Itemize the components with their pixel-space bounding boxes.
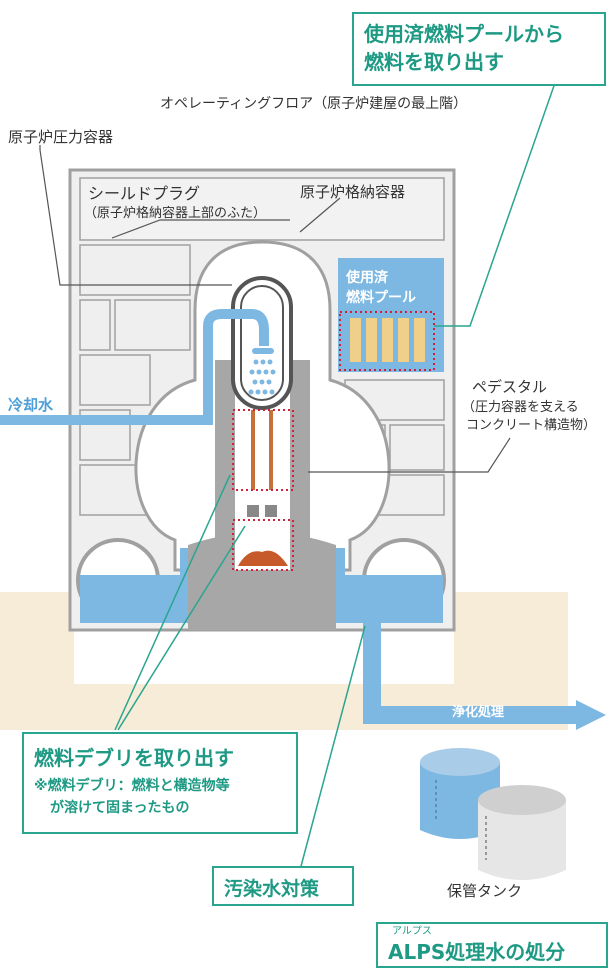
callout-debris-note-2: が溶けて固まったもの [50, 800, 190, 816]
callout-alps-text: ALPS処理水の処分 [388, 940, 566, 964]
callout-debris-note-1: ※燃料デブリ：燃料と構造物等 [34, 778, 230, 794]
shield-plug-note: （原子炉格納容器上部のふた） [84, 206, 267, 221]
rod-end-left [247, 505, 259, 517]
purification-pipe [363, 620, 580, 724]
cooling-water-pipe [0, 309, 269, 425]
storage-tank-label: 保管タンク [447, 882, 523, 900]
callout-alps: ALPS処理水の処分 [376, 922, 608, 968]
pedestal-label: ペデスタル [472, 378, 548, 396]
fuel-rack [350, 318, 425, 362]
callout-lines [114, 79, 557, 871]
torus-water-right [325, 575, 443, 623]
callout-contaminated-water: 汚染水対策 [212, 866, 354, 906]
fuel-debris [238, 550, 288, 566]
pressure-vessel-inner [240, 285, 284, 401]
pedestal-note-1: （圧力容器を支える [462, 400, 579, 415]
pool-marking [339, 311, 435, 371]
callout-debris-removal: 燃料デブリを取り出す ※燃料デブリ：燃料と構造物等 が溶けて固まったもの [22, 732, 298, 834]
purification-label: 浄化処理 [452, 705, 505, 720]
pedestal-wall-right [290, 360, 310, 550]
callout-debris-title: 燃料デブリを取り出す [34, 746, 234, 770]
purification-arrowhead [576, 700, 606, 730]
torus-water-left [80, 575, 190, 623]
storage-tanks [420, 748, 566, 880]
water-spray [248, 348, 276, 395]
spent-fuel-pool-label-2: 燃料プール [346, 290, 416, 306]
callout-pool-line2: 燃料を取り出す [364, 50, 504, 74]
shield-plug-area [79, 177, 445, 241]
operating-floor-label: オペレーティングフロア（原子炉建屋の最上階） [160, 96, 468, 112]
callout-pool-fuel-removal: 使用済燃料プールから 燃料を取り出す [352, 12, 606, 86]
callout-pool-line1: 使用済燃料プールから [364, 22, 564, 46]
pedestal-interior [235, 420, 290, 570]
shield-plug-label: シールドプラグ [88, 184, 201, 203]
pedestal-wall-left [215, 360, 235, 550]
cooling-water-label: 冷却水 [8, 396, 54, 414]
alps-ruby: アルプス [392, 926, 432, 937]
leader-lines [39, 145, 511, 473]
building-foundation [74, 630, 454, 684]
spent-fuel-pool-label-1: 使用済 [346, 270, 388, 286]
callout-water-text: 汚染水対策 [224, 878, 320, 900]
containment-vessel-label: 原子炉格納容器 [300, 183, 406, 201]
pressure-vessel-label: 原子炉圧力容器 [8, 128, 114, 146]
control-rods [251, 410, 273, 490]
pedestal-note-2: コンクリート構造物） [466, 418, 597, 433]
rod-end-right [265, 505, 277, 517]
